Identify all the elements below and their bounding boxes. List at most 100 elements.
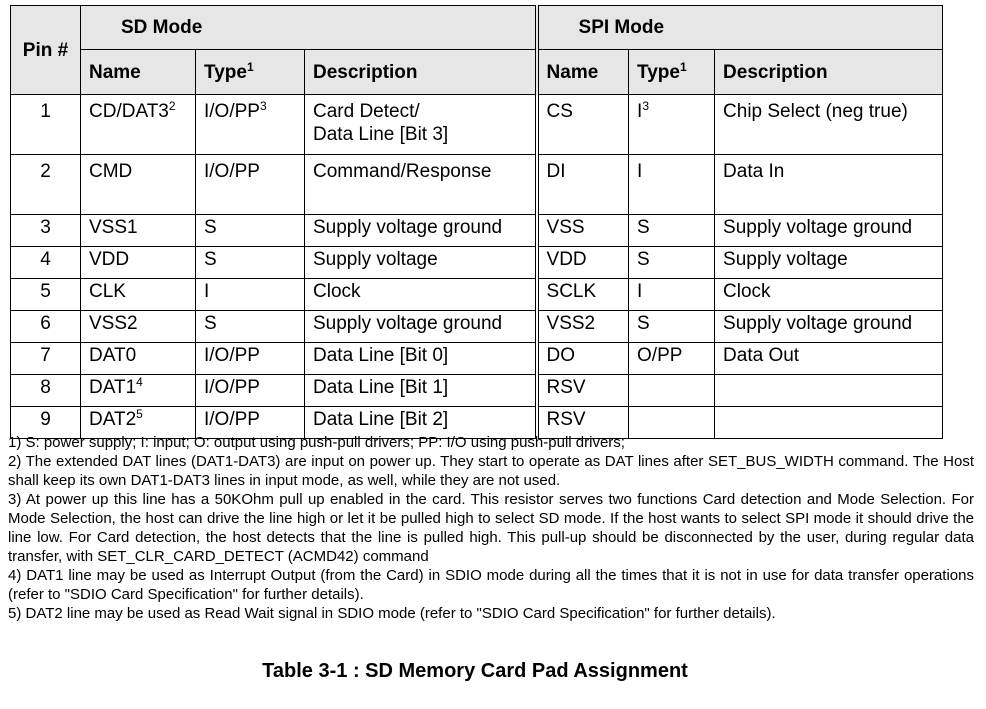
spi-name: VDD (546, 249, 587, 270)
spi-type-cell (628, 406, 716, 439)
spi-name: SCLK (546, 281, 597, 302)
footnote-5: 5) DAT2 line may be used as Read Wait si… (8, 605, 776, 622)
spi-description-cell (714, 374, 944, 407)
sd-name: VSS2 (89, 313, 138, 334)
pin-number: 7 (40, 345, 51, 366)
sd-name-cell: CMD (80, 154, 196, 215)
sd-description-cell: Card Detect/Data Line [Bit 3] (303, 94, 538, 155)
spi-description-cell: Supply voltage ground (714, 214, 944, 247)
sd-type-header: Type1 (195, 49, 305, 95)
spi-description-header: Description (714, 49, 944, 95)
sd-name-footnote: 5 (136, 407, 143, 421)
pin-number-cell: 7 (10, 342, 81, 375)
footnote-2: 2) The extended DAT lines (DAT1-DAT3) ar… (8, 453, 974, 489)
pin-number-cell: 9 (10, 406, 81, 439)
spi-description: Chip Select (neg true) (723, 101, 908, 122)
spi-description-cell (714, 406, 944, 439)
sd-name-cell: CD/DAT32 (80, 94, 196, 155)
sd-description-cell: Clock (303, 278, 538, 311)
sd-name-cell: DAT0 (80, 342, 196, 375)
spi-name-cell: RSV (534, 374, 630, 407)
sd-name: VDD (89, 249, 130, 270)
spi-description-cell: Clock (714, 278, 944, 311)
spi-name: DO (546, 345, 576, 366)
spi-type-cell (628, 374, 716, 407)
spi-description: Supply voltage ground (723, 313, 913, 334)
spi-description: Supply voltage (723, 249, 848, 270)
sd-description-cell: Data Line [Bit 2] (303, 406, 538, 439)
table-caption: Table 3-1 : SD Memory Card Pad Assignmen… (262, 660, 688, 682)
spi-type-cell: I (628, 154, 716, 215)
spi-mode-header: SPI Mode (534, 5, 944, 50)
spi-type: I (637, 161, 643, 182)
spi-name-cell: DI (534, 154, 630, 215)
spi-name-cell: VSS2 (534, 310, 630, 343)
sd-description-cell: Supply voltage (303, 246, 538, 279)
spi-description-cell: Data Out (714, 342, 944, 375)
spi-name: CS (546, 101, 573, 122)
sd-type-cell: I/O/PP3 (195, 94, 305, 155)
spi-description: Supply voltage ground (723, 217, 913, 238)
sd-type: I/O/PP (204, 345, 260, 366)
pin-number-cell: 3 (10, 214, 81, 247)
sd-type-cell: S (195, 310, 305, 343)
spi-name-header: Name (534, 49, 630, 95)
sd-description: Supply voltage ground (313, 217, 503, 238)
sd-description: Data Line [Bit 0] (313, 345, 449, 366)
pin-number: 5 (40, 281, 51, 302)
sd-description: Data Line [Bit 1] (313, 377, 449, 398)
sd-description: Supply voltage (313, 249, 438, 270)
sd-name-footnote: 2 (168, 99, 176, 113)
sd-name: CMD (89, 161, 133, 182)
sd-description: Card Detect/ (313, 101, 420, 122)
pad-assignment-table: Pin # SD Mode SPI Mode Name Type1 Descri… (10, 5, 944, 439)
sd-type: S (204, 313, 217, 334)
sd-description: Command/Response (313, 161, 492, 182)
sd-name-cell: CLK (80, 278, 196, 311)
sd-description-line2: Data Line [Bit 3] (313, 124, 449, 145)
spi-name-cell: CS (534, 94, 630, 155)
spi-description-cell: Supply voltage ground (714, 310, 944, 343)
spi-description: Data Out (723, 345, 800, 366)
pin-number-cell: 2 (10, 154, 81, 215)
pin-number-cell: 8 (10, 374, 81, 407)
spi-name-cell: DO (534, 342, 630, 375)
sd-type: I/O/PP (204, 377, 260, 398)
spi-name: DI (546, 161, 566, 182)
table-row: 2 CMD I/O/PP Command/Response DI I Data In (10, 154, 944, 215)
sd-name: CLK (89, 281, 126, 302)
sd-description: Supply voltage ground (313, 313, 503, 334)
pin-number: 9 (40, 409, 51, 430)
sd-type-cell: S (195, 214, 305, 247)
spi-description-cell: Data In (714, 154, 944, 215)
pin-number-cell: 6 (10, 310, 81, 343)
spi-name: RSV (546, 409, 586, 430)
pin-number-cell: 1 (10, 94, 81, 155)
spi-type-cell: S (628, 214, 716, 247)
spi-type: S (637, 217, 650, 238)
sd-type-cell: I/O/PP (195, 154, 305, 215)
pin-number-cell: 4 (10, 246, 81, 279)
spi-type-cell: O/PP (628, 342, 716, 375)
spi-type-cell: I3 (628, 94, 716, 155)
sd-type: S (204, 217, 217, 238)
sd-type-cell: I/O/PP (195, 374, 305, 407)
sd-type-cell: I (195, 278, 305, 311)
sd-mode-header: SD Mode (79, 5, 538, 50)
pin-number: 6 (40, 313, 51, 334)
sd-type-cell: I/O/PP (195, 342, 305, 375)
sd-name: CD/DAT3 (89, 101, 169, 122)
pin-number: 1 (40, 101, 51, 122)
pin-number: 2 (40, 161, 51, 182)
sd-name-cell: VDD (80, 246, 196, 279)
spi-type-cell: I (628, 278, 716, 311)
sd-type-footnote: 3 (259, 99, 267, 113)
sd-type: I (204, 281, 210, 302)
footnotes: 1) S: power supply; I: input; O: output … (8, 433, 974, 623)
